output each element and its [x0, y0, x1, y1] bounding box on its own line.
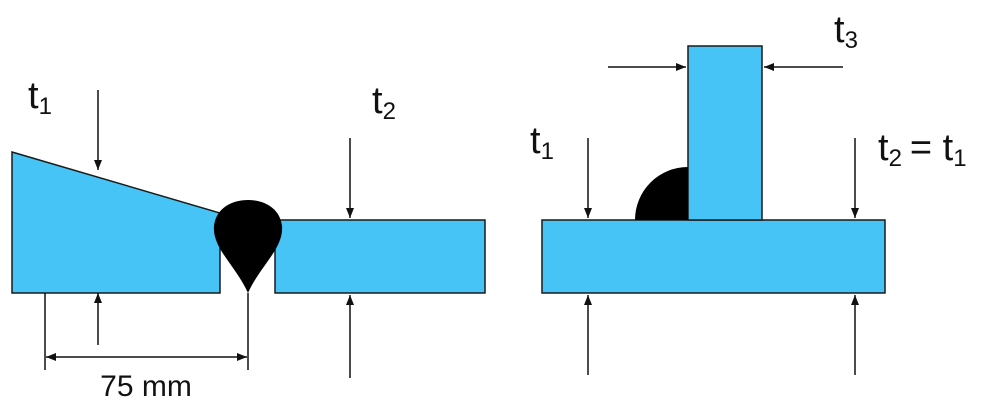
base-plate — [541, 219, 886, 294]
t2-equals-t1-label: t2= t1 — [878, 127, 967, 172]
butt-joint-figure: t1 t2 75 mm — [11, 75, 486, 403]
t2-label: t2 — [372, 80, 396, 125]
fillet-weld — [635, 167, 688, 220]
butt-weld-bead — [213, 200, 283, 293]
t1-label: t1 — [28, 75, 52, 120]
t3-label: t3 — [834, 9, 858, 54]
t-joint-figure: t3 t1 t2= t1 — [530, 9, 967, 375]
thin-plate — [274, 219, 486, 294]
t1-right-label: t1 — [530, 120, 554, 165]
stem-plate — [687, 45, 763, 221]
length-label: 75 mm — [100, 370, 192, 403]
tapered-plate — [11, 150, 221, 294]
